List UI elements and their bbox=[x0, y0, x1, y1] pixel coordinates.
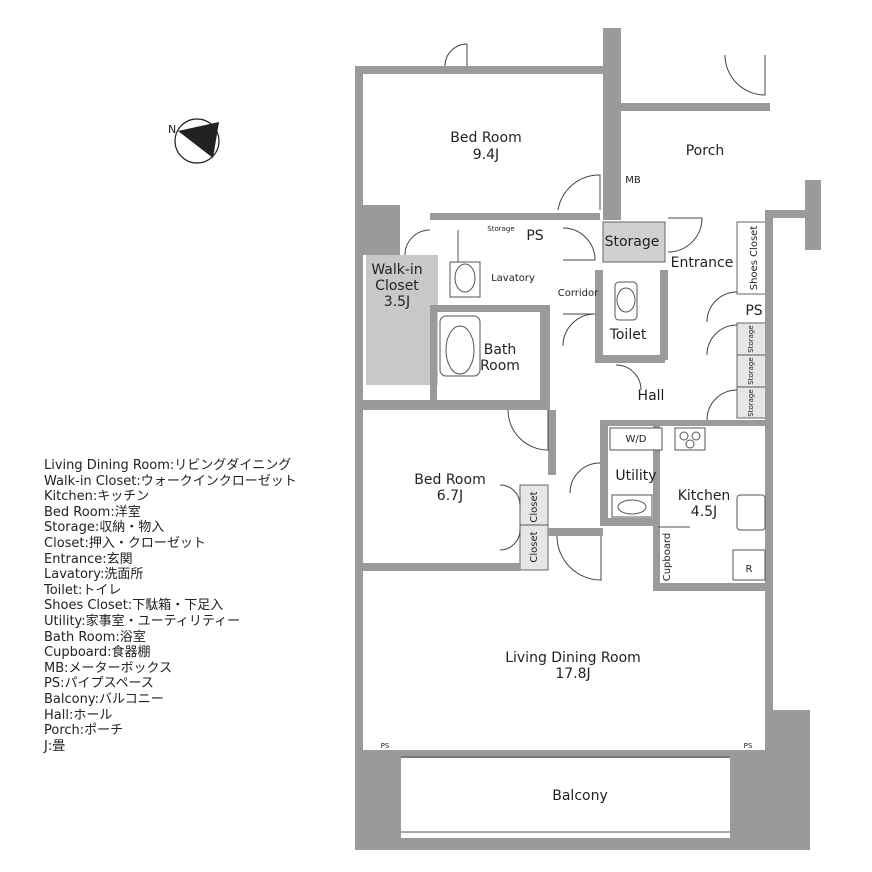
legend-item: Hall:ホール bbox=[44, 707, 113, 723]
ps-label-2: PS bbox=[745, 303, 762, 319]
walls bbox=[355, 28, 821, 850]
mb-label: MB bbox=[625, 175, 641, 186]
walkin-line1: Walk-in bbox=[371, 262, 422, 278]
hall-storage-2: Storage bbox=[747, 357, 755, 384]
cupboard-label: Cupboard bbox=[662, 533, 673, 582]
shoes-closet-box bbox=[736, 221, 770, 295]
toilet-label: Toilet bbox=[609, 327, 647, 343]
legend-item: MB:メーターボックス bbox=[44, 660, 173, 676]
closet-label-2: Closet bbox=[529, 531, 540, 562]
legend-item: Entrance:玄関 bbox=[44, 551, 133, 567]
legend-item: Bed Room:洋室 bbox=[44, 504, 141, 520]
bedroom1-name: Bed Room bbox=[450, 130, 521, 146]
legend-item: Storage:収納・物入 bbox=[44, 520, 165, 536]
closet-label-1: Closet bbox=[529, 491, 540, 522]
legend: Living Dining Room:リビングダイニング Walk-in Clo… bbox=[44, 458, 297, 754]
storage-box bbox=[602, 221, 666, 263]
legend-item: Utility:家事室・ユーティリティー bbox=[44, 613, 241, 629]
storage-small-label: Storage bbox=[487, 225, 514, 233]
walkin-size: 3.5J bbox=[384, 294, 410, 310]
bedroom2-size: 6.7J bbox=[437, 488, 463, 504]
fixtures bbox=[439, 230, 766, 581]
hall-storage-1: Storage bbox=[747, 325, 755, 352]
bedroom2-name: Bed Room bbox=[414, 472, 485, 488]
legend-item: Porch:ポーチ bbox=[44, 723, 124, 739]
porch-label: Porch bbox=[686, 143, 725, 159]
legend-item: Cupboard:食器棚 bbox=[44, 645, 151, 661]
lavatory-label: Lavatory bbox=[491, 273, 535, 284]
legend-item: Balcony:バルコニー bbox=[44, 691, 164, 707]
fridge-label: R bbox=[746, 564, 753, 575]
bath-line2: Room bbox=[480, 358, 520, 374]
utility-label: Utility bbox=[615, 468, 656, 484]
shoes-closet-label: Shoes Closet bbox=[749, 226, 760, 291]
legend-item: Walk-in Closet:ウォークインクローゼット bbox=[44, 473, 297, 489]
bedroom-closet-box bbox=[519, 484, 549, 571]
legend-item: J:畳 bbox=[44, 738, 66, 754]
bath-line1: Bath bbox=[484, 342, 517, 358]
walkin-line2: Closet bbox=[375, 278, 419, 294]
doors bbox=[404, 43, 766, 581]
hall-label: Hall bbox=[638, 388, 665, 404]
legend-item: Living Dining Room:リビングダイニング bbox=[44, 458, 292, 473]
legend-item: Bath Room:浴室 bbox=[44, 629, 146, 645]
kitchen-name: Kitchen bbox=[678, 488, 731, 504]
corridor-label: Corridor bbox=[558, 288, 599, 299]
compass-letter: N bbox=[168, 123, 176, 136]
walkin-floor bbox=[366, 255, 438, 385]
wd-label: W/D bbox=[626, 434, 647, 445]
legend-item: Shoes Closet:下駄箱・下足入 bbox=[44, 598, 224, 614]
ps-label-3: PS bbox=[381, 742, 390, 750]
ps-label-1: PS bbox=[526, 228, 543, 244]
living-size: 17.8J bbox=[555, 666, 590, 682]
storage-label: Storage bbox=[605, 234, 660, 250]
living-name: Living Dining Room bbox=[505, 650, 641, 666]
legend-item: Toilet:トイレ bbox=[44, 582, 122, 598]
legend-item: PS:パイプスペース bbox=[44, 676, 154, 692]
balcony-label: Balcony bbox=[552, 788, 608, 804]
north-compass-icon: N bbox=[168, 118, 220, 164]
hall-storage-box bbox=[736, 322, 770, 419]
entrance-label: Entrance bbox=[671, 255, 734, 271]
hall-storage-3: Storage bbox=[747, 389, 755, 416]
ps-label-4: PS bbox=[744, 742, 753, 750]
legend-item: Closet:押入・クローゼット bbox=[44, 535, 206, 551]
legend-item: Kitchen:キッチン bbox=[44, 489, 150, 505]
kitchen-size: 4.5J bbox=[691, 504, 717, 520]
legend-item: Lavatory:洗面所 bbox=[44, 567, 144, 583]
bedroom1-size: 9.4J bbox=[473, 147, 499, 163]
